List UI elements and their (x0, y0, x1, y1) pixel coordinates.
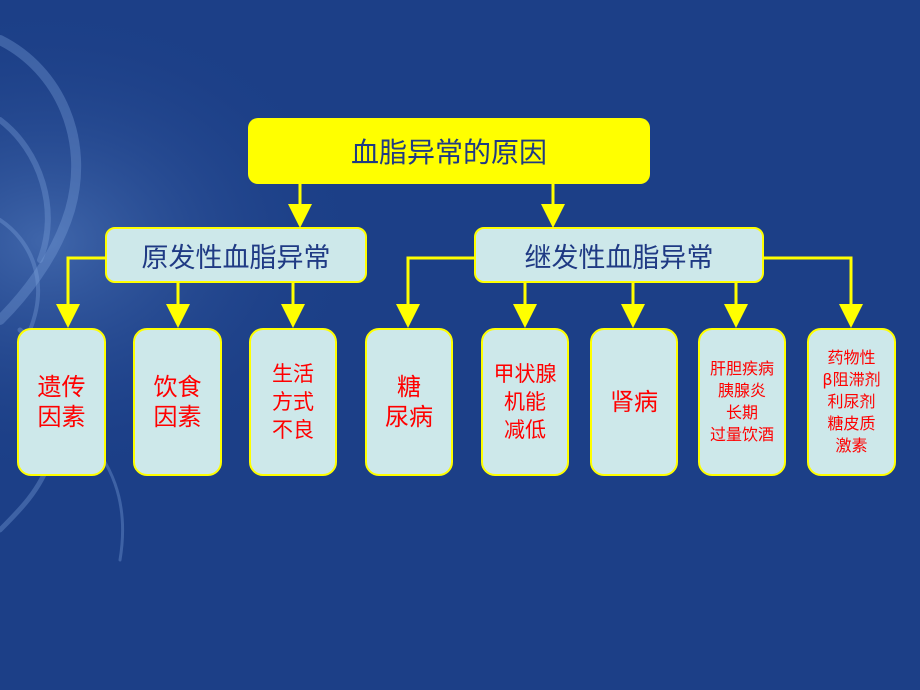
leaf-diabetes: 糖 尿病 (365, 328, 453, 476)
leaf-liver: 肝胆疾病 胰腺炎 长期 过量饮酒 (698, 328, 786, 476)
secondary-cause-node: 继发性血脂异常 (474, 227, 764, 283)
leaf-diet: 饮食 因素 (133, 328, 222, 476)
leaf-lifestyle: 生活 方式 不良 (249, 328, 337, 476)
leaf-kidney: 肾病 (590, 328, 678, 476)
arrow-primary-to-heredity (56, 256, 106, 328)
leaf-thyroid: 甲状腺 机能 减低 (481, 328, 569, 476)
leaf-drugs: 药物性 β阻滞剂 利尿剂 糖皮质 激素 (807, 328, 896, 476)
arrow-secondary-to-diabetes (396, 256, 475, 328)
primary-cause-node: 原发性血脂异常 (105, 227, 367, 283)
leaf-heredity: 遗传 因素 (17, 328, 106, 476)
arrow-secondary-to-drugs (763, 256, 863, 328)
root-node: 血脂异常的原因 (248, 118, 650, 184)
